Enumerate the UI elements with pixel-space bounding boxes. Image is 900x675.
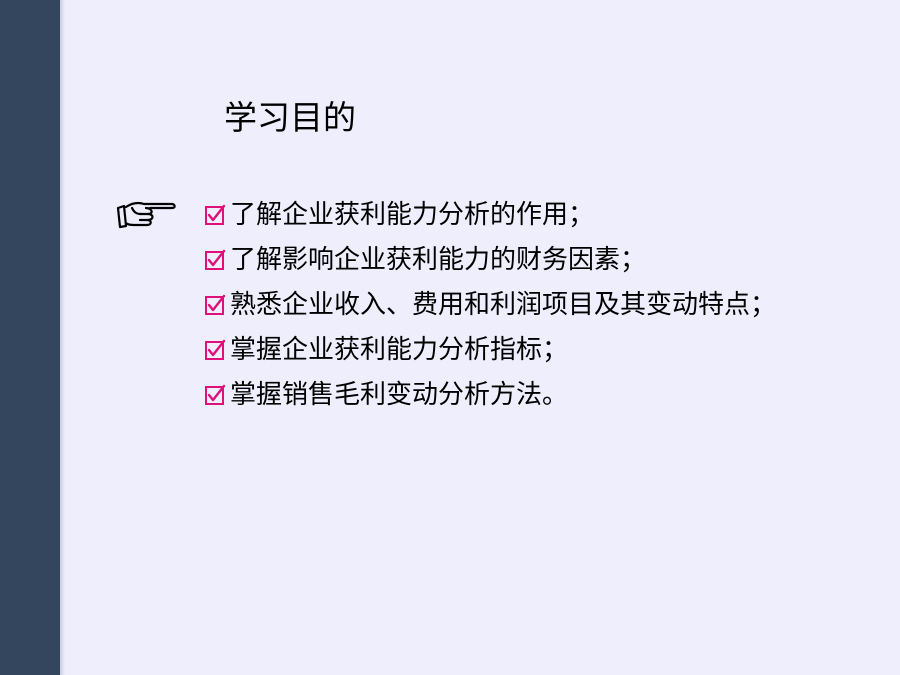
objective-item: 了解企业获利能力分析的作用； bbox=[204, 192, 776, 237]
objective-item: 熟悉企业收入、费用和利润项目及其变动特点； bbox=[204, 282, 776, 327]
checked-box-icon bbox=[205, 249, 226, 270]
left-sidebar-edge bbox=[60, 0, 65, 675]
objective-item: 掌握企业获利能力分析指标； bbox=[204, 327, 776, 372]
objective-text: 了解影响企业获利能力的财务因素； bbox=[230, 244, 647, 275]
checked-box-icon bbox=[205, 339, 226, 360]
objectives-list: 了解企业获利能力分析的作用； 了解影响企业获利能力的财务因素； 熟悉企业收入、费… bbox=[204, 192, 776, 417]
checked-box-icon bbox=[205, 384, 226, 405]
objective-text: 掌握企业获利能力分析指标； bbox=[230, 334, 569, 365]
objective-text: 了解企业获利能力分析的作用； bbox=[230, 199, 595, 230]
objective-item: 了解影响企业获利能力的财务因素； bbox=[204, 237, 776, 282]
objective-text: 掌握销售毛利变动分析方法。 bbox=[230, 379, 569, 410]
checked-box-icon bbox=[205, 204, 226, 225]
checked-box-icon bbox=[205, 294, 226, 315]
slide-title: 学习目的 bbox=[224, 98, 356, 137]
objective-item: 掌握销售毛利变动分析方法。 bbox=[204, 372, 776, 417]
pointing-hand-icon bbox=[116, 201, 176, 229]
objective-text: 熟悉企业收入、费用和利润项目及其变动特点； bbox=[230, 289, 777, 320]
left-sidebar-bar bbox=[0, 0, 60, 675]
